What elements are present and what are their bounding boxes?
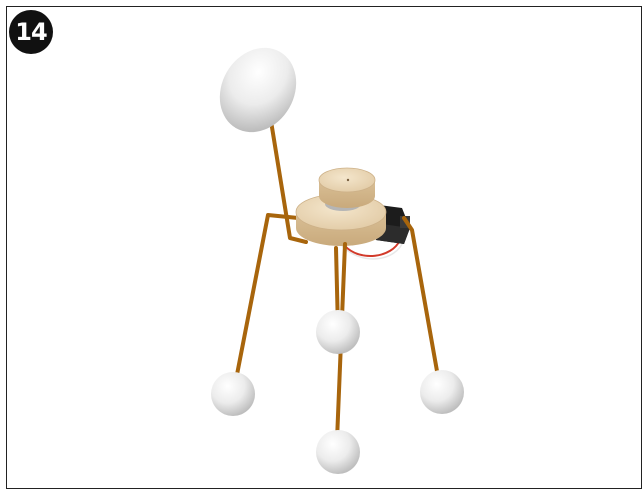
- diagram-frame: [6, 6, 642, 489]
- foot-ball-right: [420, 370, 464, 414]
- leg-back-left: [232, 213, 300, 392]
- red-wire: [344, 239, 401, 258]
- foot-ball-front: [316, 430, 360, 474]
- foot-ball-left: [211, 372, 255, 416]
- step-number: 14: [15, 18, 47, 46]
- foot-ball-back: [316, 310, 360, 354]
- neck-wire: [268, 113, 308, 244]
- foam-egg-head: [219, 47, 297, 133]
- leg-front-right: [402, 216, 442, 390]
- upper-wood-disc: [318, 167, 376, 208]
- step-number-badge: 14: [9, 10, 53, 54]
